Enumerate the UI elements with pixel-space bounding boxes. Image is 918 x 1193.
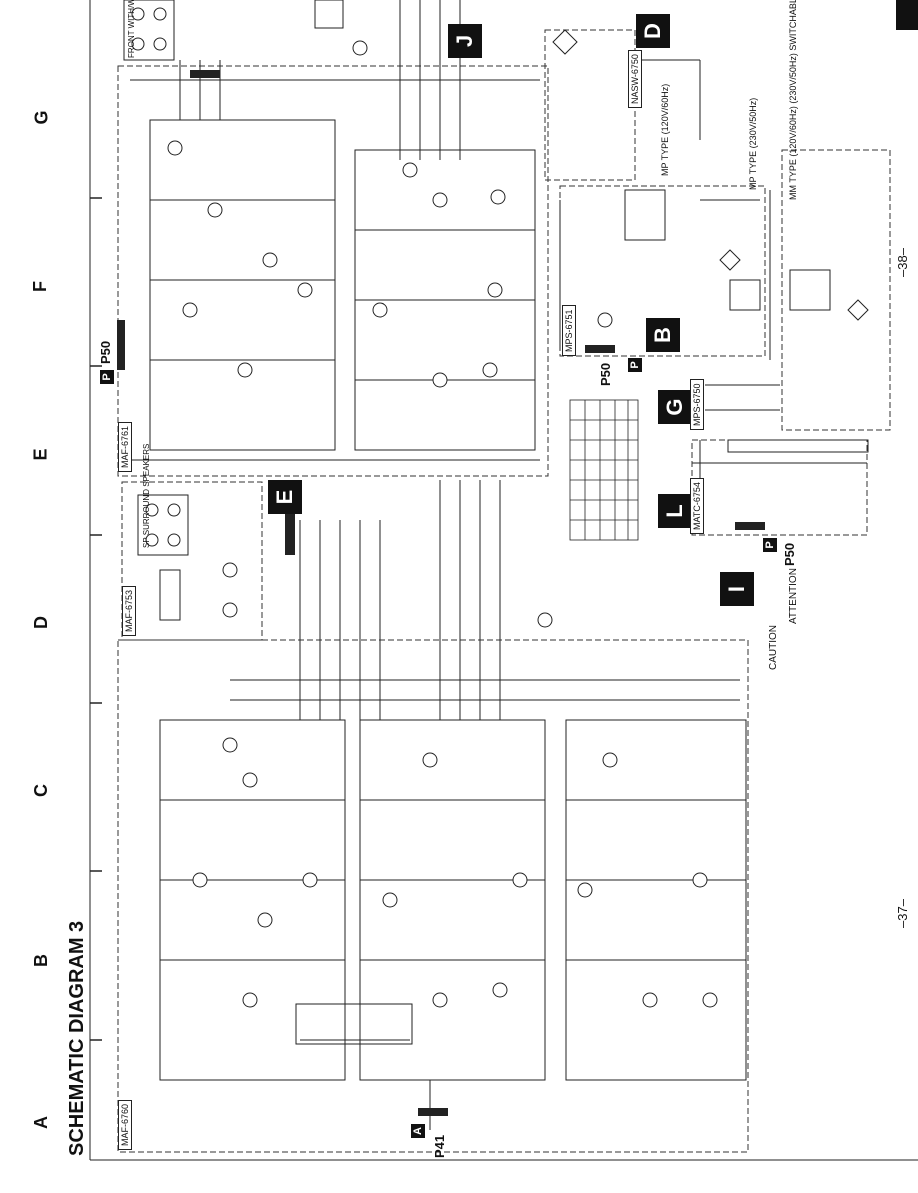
zone-letter-b: B: [31, 954, 51, 967]
connector-p50-bottom: P50: [782, 542, 797, 566]
board-label-mps6751: MPS-6751: [562, 305, 576, 356]
block-label-d: D: [636, 14, 670, 48]
block-label-g: G: [658, 390, 692, 424]
connector-tag-p-bottom: P: [763, 538, 777, 552]
board-label-maf6753: MAF-6753: [122, 585, 136, 636]
note-caution: CAUTION: [768, 625, 779, 670]
note-mp-type-1: MP TYPE (120V/60Hz): [660, 83, 670, 176]
page-number-right: –38–: [895, 248, 910, 277]
note-sp-surround: SP SURROUND SPEAKERS: [142, 443, 151, 548]
connector-p41: P41: [432, 1134, 447, 1158]
board-label-maf6760: MAF-6760: [118, 1099, 132, 1150]
note-mp-type-2: MP TYPE (230V/50Hz): [748, 97, 758, 190]
block-label-j: J: [448, 24, 482, 58]
board-label-nasw6750: NASW-6750: [628, 50, 642, 108]
page-number-left: –37–: [895, 899, 910, 928]
page-title: SCHEMATIC DIAGRAM 3: [66, 920, 88, 1156]
board-label-matc6754: MATC-6754: [690, 478, 704, 534]
note-attention: ATTENTION: [788, 568, 799, 624]
zone-letter-c: C: [31, 784, 51, 797]
zone-letter-g: G: [31, 110, 52, 125]
block-label-i: I: [720, 572, 754, 606]
block-label-l: L: [658, 494, 692, 528]
connector-tag-p-mid: P: [628, 358, 642, 372]
note-front-speakers: FRONT WITH/WITHOUT SPEAKERS: [127, 0, 136, 58]
board-label-mps6750: MPS-6750: [690, 379, 704, 430]
block-label-b: B: [646, 318, 680, 352]
note-mm-type: MM TYPE (120V/60Hz) (230V/50Hz) SWITCHAB…: [788, 0, 798, 200]
zone-letter-a: A: [31, 1116, 51, 1129]
connector-p50-mid: P50: [598, 362, 613, 386]
connector-tag-p-top: P: [100, 370, 114, 384]
zone-letter-e: E: [30, 448, 51, 461]
connector-p50-top: P50: [98, 340, 113, 364]
connector-tag-a: A: [411, 1124, 425, 1138]
zone-letter-d: D: [31, 616, 51, 629]
block-label-e: E: [268, 480, 302, 514]
zone-letter-f: F: [30, 281, 50, 292]
board-label-maf6761: MAF-6761: [118, 421, 132, 472]
